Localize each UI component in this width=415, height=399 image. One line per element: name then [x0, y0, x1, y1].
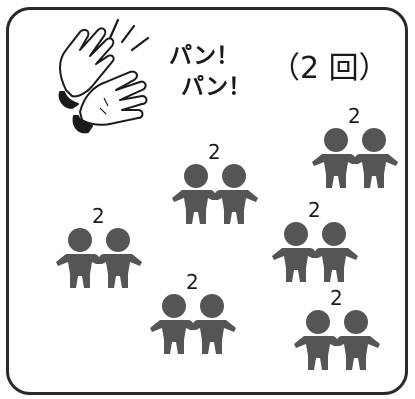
clapping-hands-icon — [44, 12, 164, 137]
pair-of-children: 2 — [54, 210, 144, 282]
pair-count: 2 — [186, 272, 199, 292]
pair-of-children: 2 — [170, 146, 260, 218]
pair-of-children: 2 — [148, 276, 238, 348]
pair-of-children: 2 — [292, 292, 382, 364]
two-people-holding-hands-icon — [54, 228, 144, 290]
pair-count: 2 — [92, 206, 105, 226]
pair-count: 2 — [330, 288, 343, 308]
sound-effect-line-1: パン！ — [169, 45, 239, 68]
sound-effect-line-2: パン！ — [181, 76, 251, 99]
pair-of-children: 2 — [310, 110, 400, 182]
two-people-holding-hands-icon — [310, 128, 400, 190]
two-people-holding-hands-icon — [292, 310, 382, 372]
pair-count: 2 — [308, 200, 321, 220]
two-people-holding-hands-icon — [270, 222, 360, 284]
pair-count: 2 — [208, 142, 221, 162]
two-people-holding-hands-icon — [148, 294, 238, 356]
pair-count: 2 — [348, 106, 361, 126]
two-people-holding-hands-icon — [170, 164, 260, 226]
pair-of-children: 2 — [270, 204, 360, 276]
repeat-count-label: （2 回） — [270, 54, 389, 84]
